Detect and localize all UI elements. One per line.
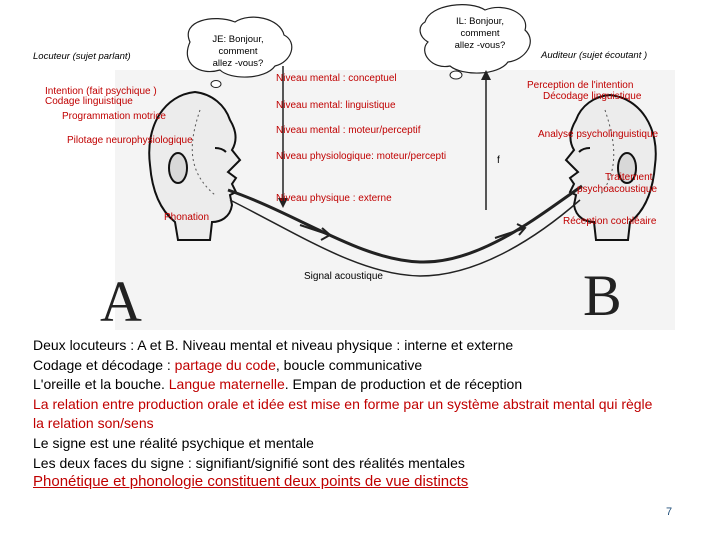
step-reception: Réception cochléaire — [563, 216, 657, 227]
neural-path-b — [599, 109, 615, 196]
letter-a: A — [100, 269, 142, 334]
level-conceptuel: Niveau mental : conceptuel — [276, 73, 397, 84]
highlighted-text: La relation entre production orale et id… — [33, 395, 653, 412]
body-text-segment: , boucle communicative — [275, 356, 423, 373]
body-text-segment: . Empan de production et de réception — [284, 376, 523, 393]
body-line: Le signe est une réalité psychique et me… — [33, 434, 713, 454]
body-line: la relation son/sens — [33, 414, 713, 434]
body-text-segment: L'oreille et la bouche. — [33, 376, 169, 393]
bubble-je-line-1: JE: Bonjour, — [212, 34, 264, 45]
sound-wave-top — [227, 184, 583, 264]
neural-path-a — [191, 109, 216, 196]
step-analyse: Analyse psycholinguistique — [538, 129, 659, 140]
step-pilotage: Pilotage neurophysiologique — [67, 135, 193, 146]
step-traitement-1: Traitement — [605, 172, 653, 183]
bubble-il-dot — [449, 70, 463, 80]
page-number: 7 — [666, 506, 673, 518]
listener-label: Auditeur (sujet écoutant ) — [541, 50, 648, 61]
highlighted-text: la relation son/sens — [33, 415, 154, 432]
arrow-je-head — [278, 198, 288, 208]
level-externe: Niveau physique : externe — [276, 193, 392, 204]
level-linguistique: Niveau mental: linguistique — [276, 100, 396, 111]
bubble-il-line-1: IL: Bonjour, — [455, 16, 505, 27]
bubble-je-shape — [186, 16, 293, 78]
communication-diagram — [115, 4, 675, 330]
step-intention: Intention (fait psychique ) — [45, 86, 157, 97]
head-b-drawing — [564, 93, 657, 241]
arrow-il-head — [481, 70, 491, 80]
conclusion-line: Phonétique et phonologie constituent deu… — [33, 473, 469, 490]
bubble-je-line-3: allez -vous? — [212, 58, 264, 69]
step-programmation: Programmation motrice — [62, 111, 166, 122]
body-line: L'oreille et la bouche. Langue maternell… — [33, 375, 713, 395]
level-moteur: Niveau mental : moteur/perceptif — [276, 125, 421, 136]
body-line: Les deux faces du signe : signifiant/sig… — [33, 454, 713, 474]
step-traitement-2: psychoacoustique — [577, 184, 658, 195]
body-text-segment: Deux locuteurs : A et B. Niveau mental e… — [33, 337, 514, 353]
head-a-drawing — [148, 90, 242, 241]
step-decodage: Décodage linguistique — [543, 91, 642, 102]
step-phonation: Phonation — [164, 212, 210, 223]
body-text-segment: Codage et décodage : — [33, 356, 175, 373]
body-line: Codage et décodage : partage du code, bo… — [33, 356, 713, 376]
sound-wave-bottom — [229, 199, 581, 277]
bubble-je-text: JE: Bonjour, comment allez -vous? — [198, 34, 278, 70]
bubble-je-line-2: comment — [218, 46, 258, 57]
bubble-je-dot — [210, 80, 222, 88]
highlighted-text: partage du code — [174, 356, 276, 373]
arrow-wave-left — [299, 224, 332, 241]
signal-label: Signal acoustique — [304, 271, 383, 282]
level-physio: Niveau physiologique: moteur/percepti — [276, 151, 447, 162]
arrow-wave-right — [494, 223, 527, 239]
level-physio-f: f — [497, 155, 500, 166]
body-text-segment: Le signe est une réalité psychique et me… — [33, 434, 314, 451]
bubble-il-line-2: comment — [460, 28, 500, 39]
letter-b: B — [583, 263, 622, 328]
speaker-label: Locuteur (sujet parlant) — [33, 51, 131, 62]
step-perception: Perception de l'intention — [527, 80, 634, 91]
highlighted-text: Langue maternelle — [168, 376, 285, 393]
body-line: La relation entre production orale et id… — [33, 395, 713, 415]
body-text: Deux locuteurs : A et B. Niveau mental e… — [33, 336, 713, 473]
bubble-il-line-3: allez -vous? — [454, 40, 506, 51]
body-line: Deux locuteurs : A et B. Niveau mental e… — [33, 336, 713, 356]
bubble-il-text: IL: Bonjour, comment allez -vous? — [440, 16, 520, 52]
body-text-segment: Les deux faces du signe : signifiant/sig… — [33, 454, 465, 471]
bubble-il-shape — [419, 4, 531, 74]
step-codage: Codage linguistique — [45, 96, 133, 107]
